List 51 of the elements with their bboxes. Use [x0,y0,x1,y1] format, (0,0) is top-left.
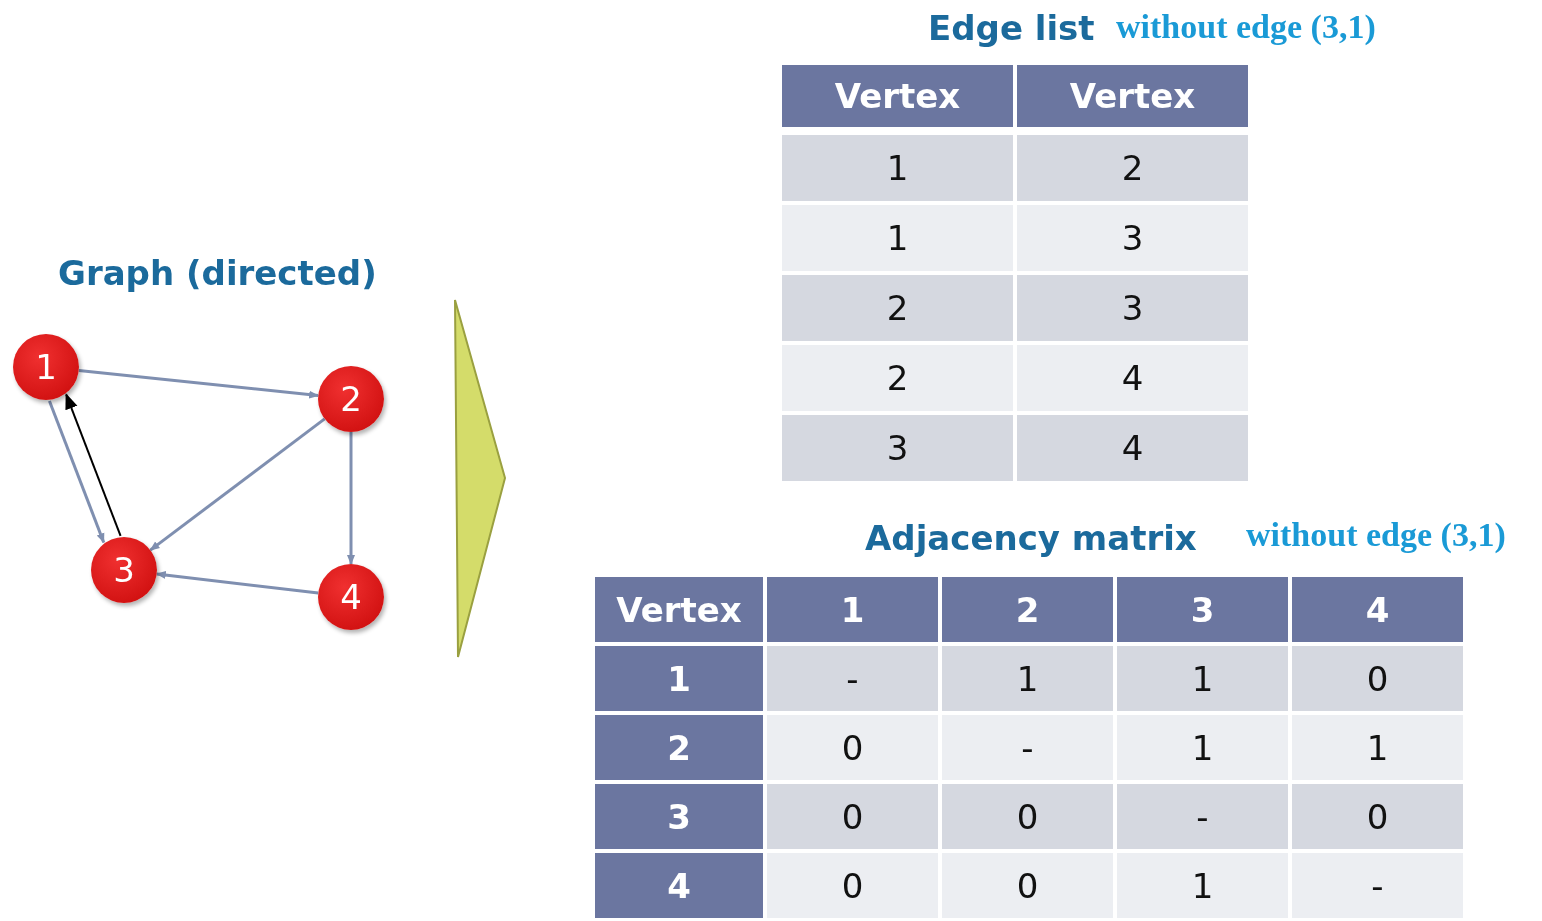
table-cell: 1 [1115,851,1290,920]
table-cell: 0 [765,713,940,782]
table-title: Edge list [928,8,1095,48]
vertex-circle: 4 [318,564,384,630]
header-cell: Vertex [593,575,765,644]
header-cell: 4 [1290,575,1465,644]
header-cell: 1 [765,575,940,644]
table-cell: 1 [1115,644,1290,713]
table-cell: - [1290,851,1465,920]
vertex-circle: 3 [91,537,157,603]
vertex-circle: 2 [318,366,384,432]
table-cell: 4 [1015,413,1250,483]
table-cell: 2 [780,343,1015,413]
table-cell: 2 [780,273,1015,343]
header-cell: 3 [593,782,765,851]
table-cell: 1 [940,644,1115,713]
graph-title: Graph (directed) [58,253,377,293]
table-cell: 1 [1290,713,1465,782]
arrow [155,571,319,595]
table-cell: 0 [1290,644,1465,713]
table-cell: 0 [1290,782,1465,851]
header-cell: Vertex [780,63,1015,129]
table-cell: 1 [780,133,1015,203]
table-cell: - [1115,782,1290,851]
table-cell: 0 [940,782,1115,851]
table-cell: 0 [765,851,940,920]
note-text: without edge (3,1) [1246,516,1506,554]
table-cell: 2 [1015,133,1250,203]
table-cell: - [765,644,940,713]
header-cell: 3 [1115,575,1290,644]
arrow [78,368,320,399]
header-cell: 2 [593,713,765,782]
arrow [347,432,355,565]
table-cell: 0 [940,851,1115,920]
table-cell: - [940,713,1115,782]
table-cell: 1 [780,203,1015,273]
table-title: Adjacency matrix [865,518,1197,558]
header-cell: Vertex [1015,63,1250,129]
vertex-circle: 1 [13,334,79,400]
table-cell: 4 [1015,343,1250,413]
table-cell: 3 [1015,203,1250,273]
arrow [48,400,106,544]
table-cell: 3 [780,413,1015,483]
header-cell: 1 [593,644,765,713]
header-cell: 4 [593,851,765,920]
table-cell: 1 [1115,713,1290,782]
table-cell: 0 [765,782,940,851]
note-text: without edge (3,1) [1116,8,1376,46]
header-cell: 2 [940,575,1115,644]
table-cell: 3 [1015,273,1250,343]
arrow [65,393,122,537]
